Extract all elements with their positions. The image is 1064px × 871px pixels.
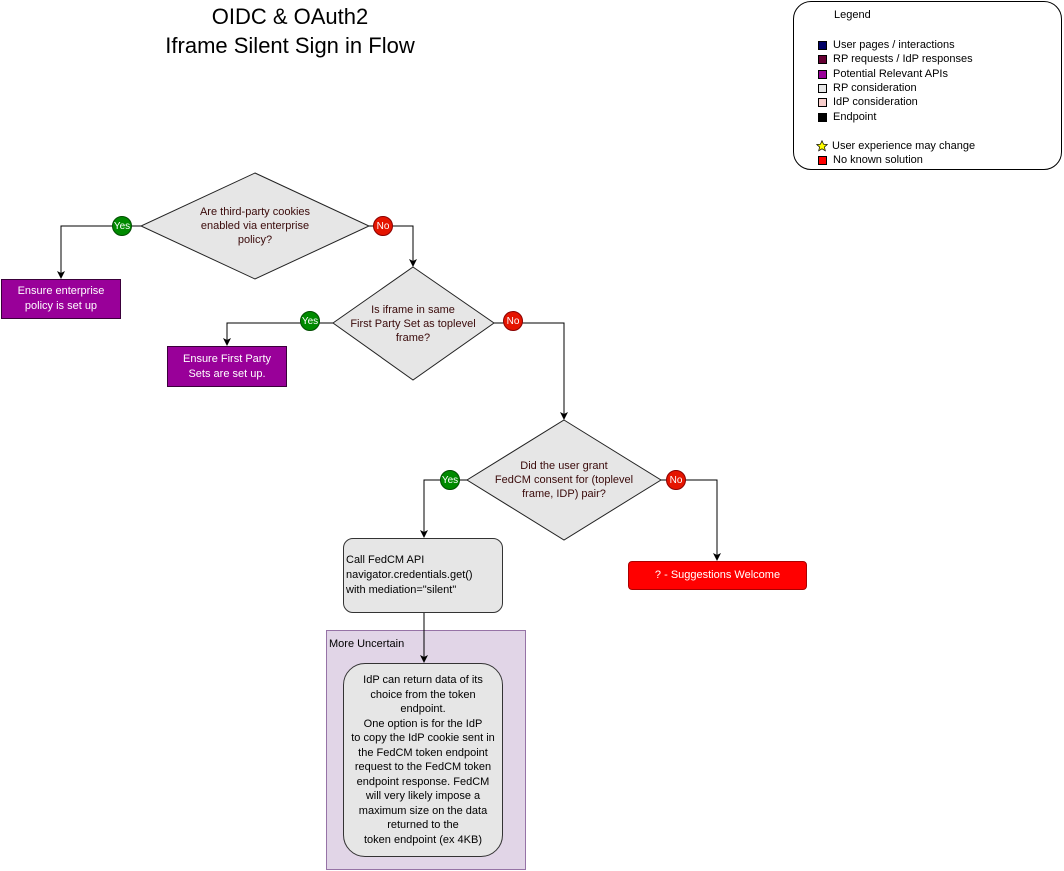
box-ensure-first-party-sets: Ensure First Party Sets are set up. [167, 346, 287, 387]
legend-swatch [818, 69, 827, 79]
box-call-fedcm-api: Call FedCM API navigator.credentials.get… [343, 538, 503, 613]
legend-item-ux-change: User experience may change [816, 140, 975, 152]
legend-swatch [818, 83, 827, 93]
legend-item-rp-requests: RP requests / IdP responses [818, 53, 973, 65]
legend-item-endpoint: Endpoint [818, 111, 876, 123]
yes-badge-d1: Yes [112, 216, 132, 236]
legend-title: Legend [834, 9, 871, 21]
no-badge-d2: No [503, 311, 523, 331]
legend-swatch [818, 54, 827, 64]
yes-badge-d2: Yes [300, 311, 320, 331]
connector-d3-no [661, 479, 721, 561]
legend-item-no-solution: No known solution [818, 154, 923, 166]
box-suggestions-welcome: ? - Suggestions Welcome [628, 561, 807, 590]
legend-item-idp-consideration: IdP consideration [818, 96, 918, 108]
legend-item-rp-consideration: RP consideration [818, 82, 917, 94]
legend-swatch [818, 155, 827, 165]
diagram-title: OIDC & OAuth2 Iframe Silent Sign in Flow [140, 2, 440, 60]
more-uncertain-label: More Uncertain [329, 638, 405, 650]
star-icon [816, 140, 828, 152]
legend-item-user-pages: User pages / interactions [818, 39, 955, 51]
connector-d1-yes [57, 225, 141, 279]
connector-d2-yes [223, 322, 333, 346]
decision-text-third-party-cookies: Are third-party cookies enabled via ente… [199, 206, 311, 246]
decision-diamond-third-party-cookies [139, 172, 371, 280]
box-idp-return-data-note: IdP can return data of its choice from t… [343, 663, 503, 857]
box-ensure-enterprise-policy: Ensure enterprise policy is set up [1, 279, 121, 319]
title-line-1: OIDC & OAuth2 [211, 4, 369, 29]
decision-text-first-party-set: Is iframe in same First Party Set as top… [350, 304, 476, 344]
yes-badge-d3: Yes [440, 470, 460, 490]
connector-d2-no [494, 322, 568, 420]
decision-diamond-fedcm-consent [466, 419, 662, 541]
title-line-2: Iframe Silent Sign in Flow [165, 33, 415, 58]
legend-panel: Legend User pages / interactions RP requ… [793, 1, 1062, 170]
no-badge-d1: No [373, 216, 393, 236]
legend-swatch [818, 40, 827, 50]
decision-diamond-first-party-set [332, 266, 495, 381]
legend-swatch [818, 97, 827, 107]
decision-text-fedcm-consent: Did the user grant FedCM consent for (to… [494, 460, 634, 500]
legend-swatch [818, 112, 827, 122]
no-badge-d3: No [666, 470, 686, 490]
legend-item-potential-apis: Potential Relevant APIs [818, 68, 948, 80]
